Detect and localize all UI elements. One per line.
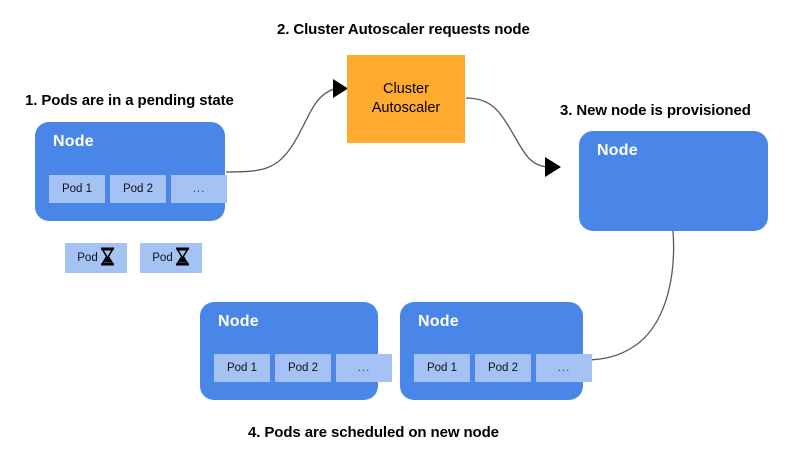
step4-heading: 4. Pods are scheduled on new node xyxy=(248,424,499,441)
cluster-autoscaler-box[interactable]: Cluster Autoscaler xyxy=(347,55,465,143)
pending-pod-2[interactable]: Pod xyxy=(140,243,202,273)
pod-row: Pod 1 Pod 2 ... xyxy=(414,354,592,382)
edge-autoscaler-to-new-node xyxy=(465,97,547,168)
pending-pod-label: Pod xyxy=(77,252,98,264)
hourglass-icon xyxy=(100,247,115,270)
step1-heading: 1. Pods are in a pending state xyxy=(25,92,234,109)
node-label: Node xyxy=(53,133,94,150)
pod-box-2[interactable]: Pod 2 xyxy=(275,354,331,382)
node-new[interactable]: Node xyxy=(579,131,768,231)
node-label: Node xyxy=(218,313,259,330)
pod-box-more[interactable]: ... xyxy=(336,354,392,382)
edge-new-node-to-scheduled-node xyxy=(583,230,675,361)
pending-pod-1[interactable]: Pod xyxy=(65,243,127,273)
arrowhead-to-new-node xyxy=(545,157,561,177)
edge-pending-node-to-autoscaler xyxy=(225,88,335,173)
node-label: Node xyxy=(418,313,459,330)
autoscaler-label-wrap: Cluster Autoscaler xyxy=(372,80,441,118)
node-pending[interactable]: Node Pod 1 Pod 2 ... xyxy=(35,122,227,221)
pod-row: Pod 1 Pod 2 ... xyxy=(214,354,392,382)
pod-box-more[interactable]: ... xyxy=(536,354,592,382)
step2-heading: 2. Cluster Autoscaler requests node xyxy=(277,21,530,38)
autoscaler-label-line1: Cluster xyxy=(383,81,429,97)
arrowhead-to-autoscaler xyxy=(333,79,348,98)
pod-box-2[interactable]: Pod 2 xyxy=(475,354,531,382)
node-scheduled-right[interactable]: Node Pod 1 Pod 2 ... xyxy=(400,302,592,400)
pod-box-1[interactable]: Pod 1 xyxy=(414,354,470,382)
pod-box-2[interactable]: Pod 2 xyxy=(110,175,166,203)
node-label: Node xyxy=(597,142,638,159)
pod-box-more[interactable]: ... xyxy=(171,175,227,203)
pod-row: Pod 1 Pod 2 ... xyxy=(49,175,227,203)
pending-pod-label: Pod xyxy=(152,252,173,264)
hourglass-icon xyxy=(175,247,190,270)
pod-box-1[interactable]: Pod 1 xyxy=(214,354,270,382)
node-scheduled-left[interactable]: Node Pod 1 Pod 2 ... xyxy=(200,302,392,400)
pod-box-1[interactable]: Pod 1 xyxy=(49,175,105,203)
autoscaler-label-line2: Autoscaler xyxy=(371,100,441,116)
step3-heading: 3. New node is provisioned xyxy=(560,102,751,119)
